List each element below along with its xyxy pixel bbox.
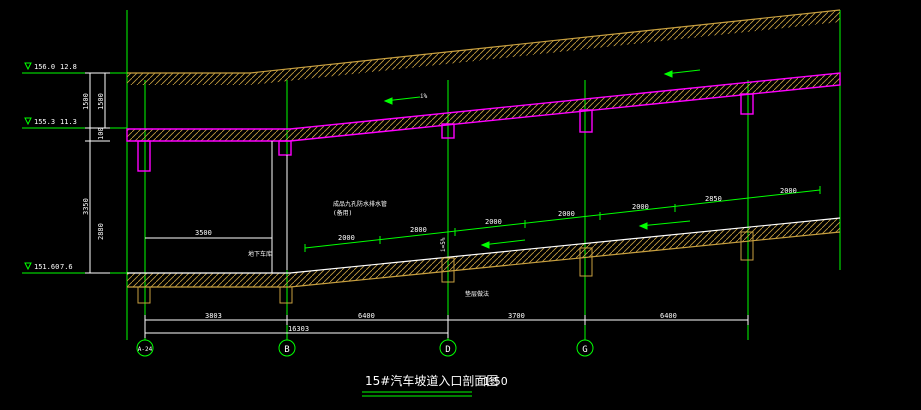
bottom-dimension-texts: 3803 6400 3700 6400 16303 [205,312,677,333]
svg-text:3350: 3350 [82,198,90,215]
upper-ground [127,9,841,85]
svg-text:1500: 1500 [82,93,90,110]
drawing-title: 15#汽车坡道入口剖面图 [365,373,498,388]
roof-slab [126,72,841,172]
axis-bubble-a24 [136,339,154,357]
svg-text:1500: 1500 [97,93,105,110]
axis-label-d: D [445,345,450,355]
slope-note: i=5% [440,237,447,252]
span-label: 2000 [338,234,355,242]
svg-text:100: 100 [97,127,105,140]
arrow-code: i% [420,93,428,100]
axis-labels: A-24 B D G [138,345,588,355]
bottom-dimension-lines [144,315,749,338]
bottom-dim-2: 6400 [358,312,375,320]
axis-label-a24: A-24 [138,346,153,353]
elevation-level-2: 155.3 [34,118,55,126]
drawing-title-block: 15#汽车坡道入口剖面图 1:50 [362,373,508,397]
span-label: 2800 [410,226,427,234]
axis-label-g: G [582,345,587,355]
span-label: 2000 [485,218,502,226]
elevation-rel-1: 12.8 [60,63,77,71]
pipe-dimension [304,186,821,252]
elevation-level-3: 151.60 [34,263,59,271]
span-label: 2000 [632,203,649,211]
inner-walls [271,141,288,273]
elevation-level-1: 156.0 [34,63,55,71]
ramp-slab [127,217,841,304]
bottom-dim-3: 3700 [508,312,525,320]
bottom-dim-total: 16303 [288,325,309,333]
elevation-rel-2: 11.3 [60,118,77,126]
elevation-rel-3: 7.6 [60,263,73,271]
span-label: 2000 [780,187,797,195]
drawing-scale: 1:50 [483,375,508,388]
pipe-note-line1: 成品九孔防水排水管 [333,200,387,208]
span-labels: 3500 2000 2800 2000 2000 2000 2850 2000 [195,187,797,242]
span-label: 2000 [558,210,575,218]
slope-arrows [383,69,701,249]
span-label: 2850 [705,195,722,203]
foundation-note: 垫层做法 [465,290,489,298]
ground-note: 地下车库 [248,250,272,258]
svg-text:2880: 2880 [97,223,105,240]
span-3500: 3500 [195,229,212,237]
axis-bubbles [136,339,594,357]
axis-bubble-b [278,339,296,357]
notes: 成品九孔防水排水管 (备用) 地下车库 垫层做法 i=5% i% [248,93,489,298]
bottom-dim-4: 6400 [660,312,677,320]
axis-label-b: B [284,345,289,355]
left-dimension-lines [85,72,110,274]
elevation-markers: 156.0 12.8 155.3 11.3 151.60 7.6 [24,62,77,271]
bottom-dim-1: 3803 [205,312,222,320]
left-dimension-texts: 1500 1500 100 3350 2880 [82,93,105,240]
axis-bubble-d [439,339,457,357]
axis-bubble-g [576,339,594,357]
pipe-note-line2: (备用) [333,209,352,217]
